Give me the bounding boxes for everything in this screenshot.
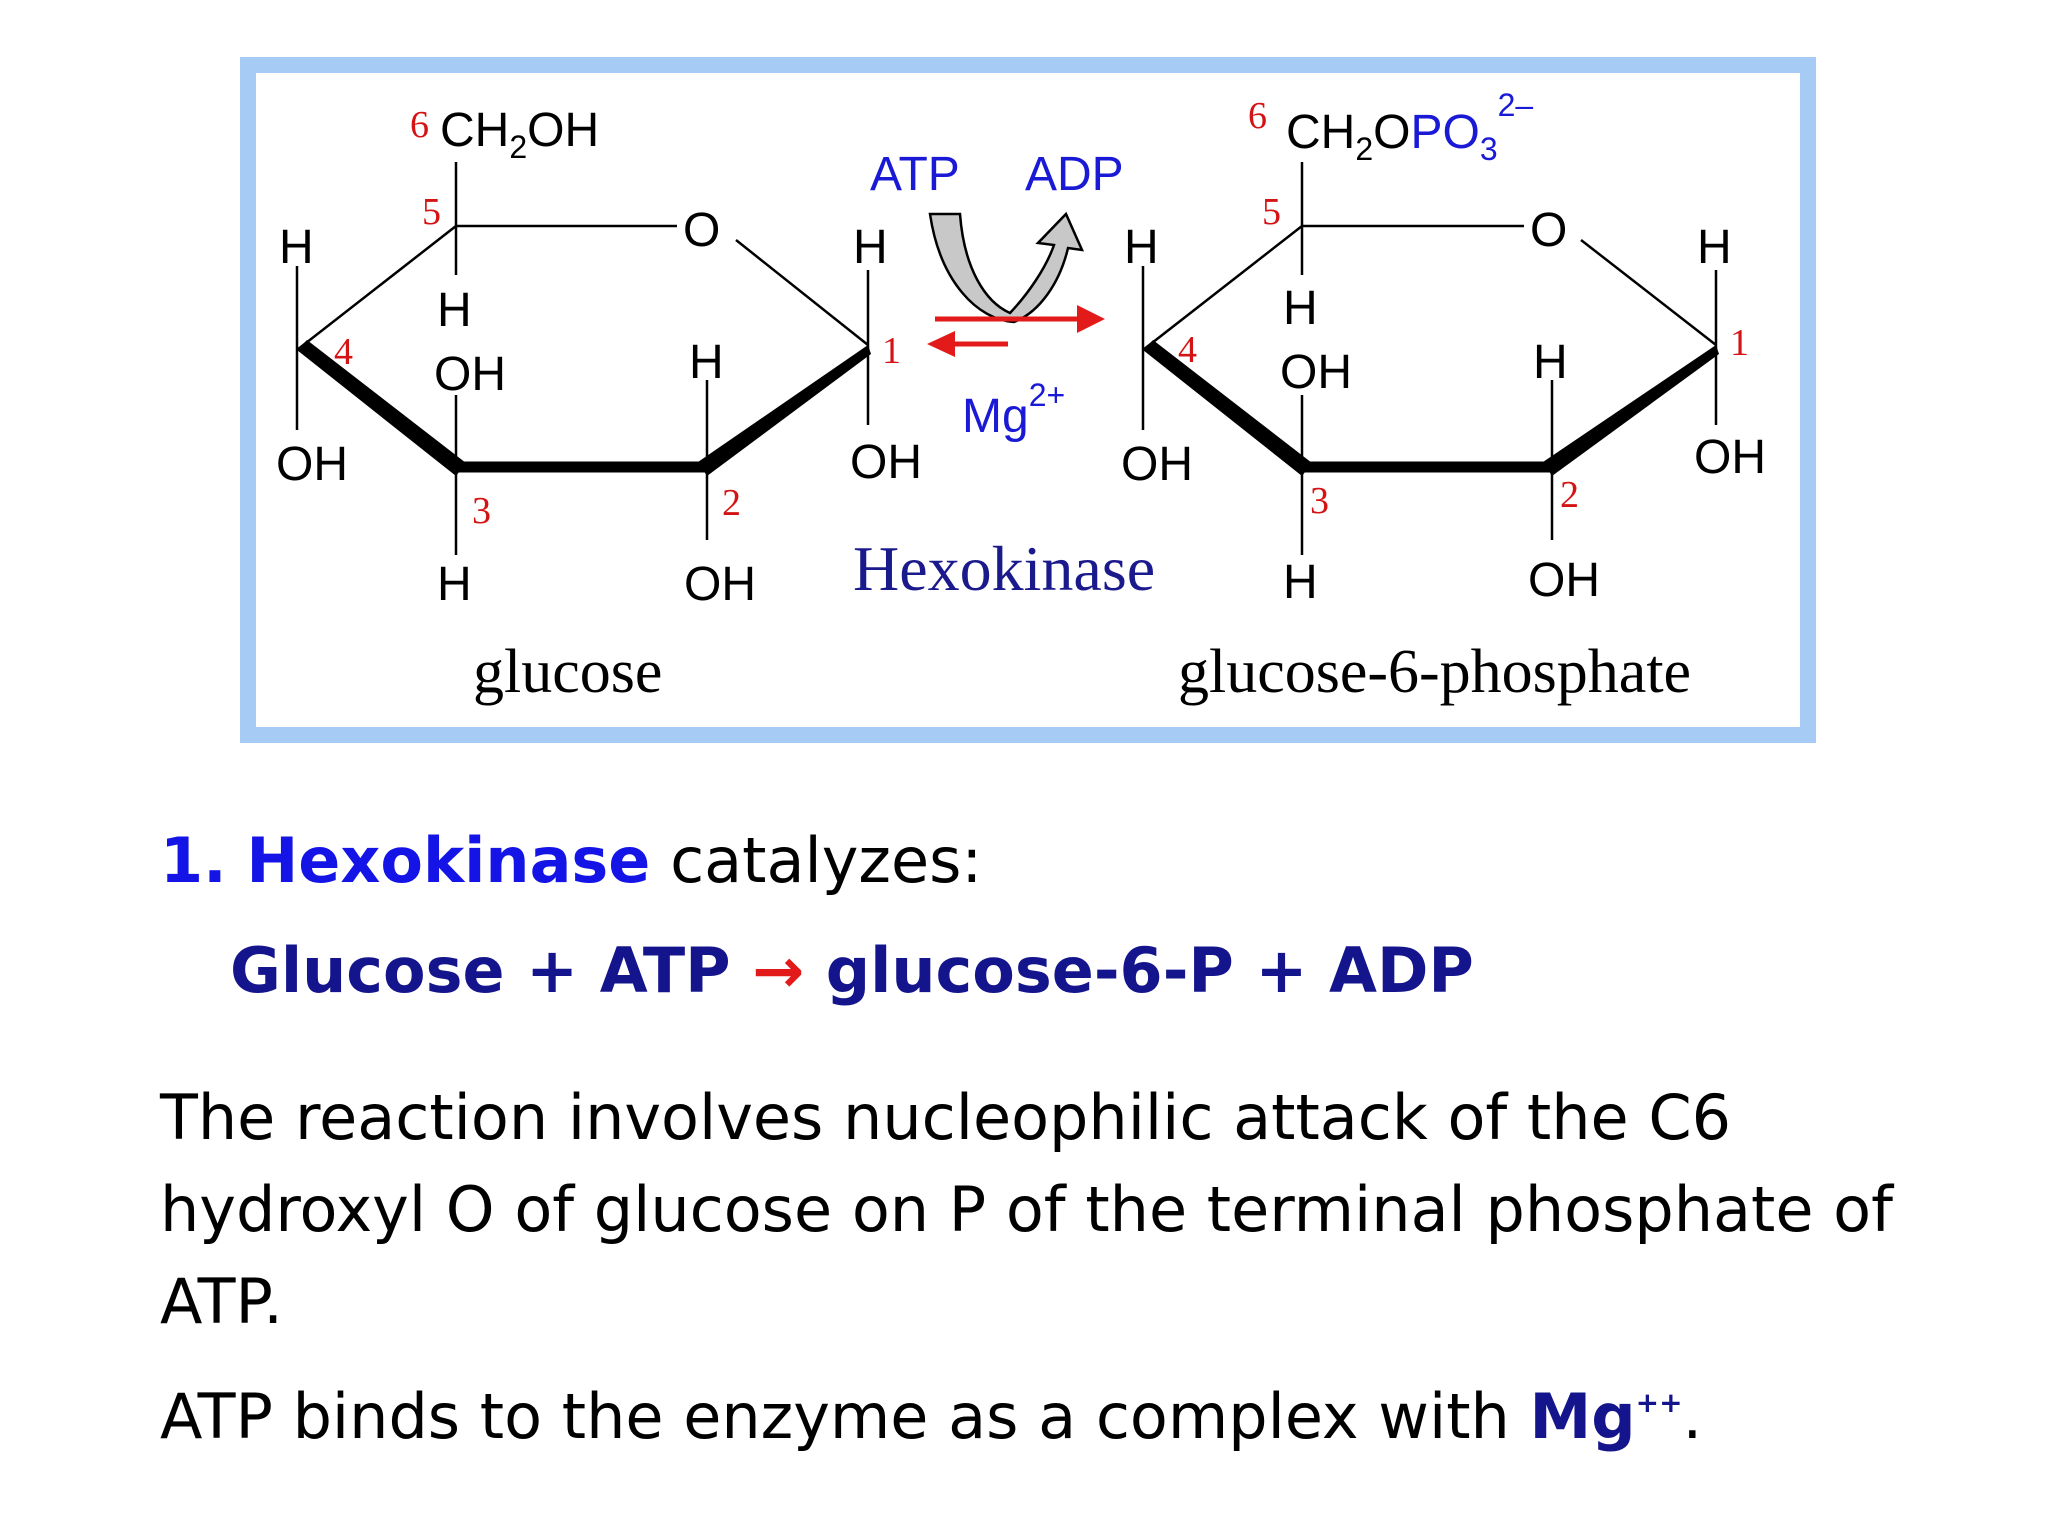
g6p-c3-oh: OH: [1280, 346, 1352, 399]
g6p-carbon-6-number: 6: [1248, 95, 1267, 137]
g6p-c5-h: H: [1283, 282, 1318, 335]
equation-right: glucose-6-P + ADP: [825, 934, 1474, 1007]
reaction-center: ATP ADP Mg2+ Hexokinase: [853, 148, 1155, 604]
diagram-frame: [240, 57, 1816, 743]
g6p-carbon-1-number: 1: [1730, 322, 1749, 364]
g6p-c2-oh: OH: [1528, 554, 1600, 607]
glucose-carbon-4-number: 4: [334, 331, 353, 373]
g6p-carbon-3-number: 3: [1310, 480, 1329, 522]
g6p-c2-h: H: [1533, 336, 1568, 389]
heading-number: 1.: [160, 824, 227, 897]
atp-label: ATP: [870, 148, 960, 201]
glucose-carbon-2-number: 2: [722, 482, 741, 524]
heading-enzyme: Hexokinase: [246, 824, 651, 897]
glucose-c1-oh: OH: [850, 436, 922, 489]
heading-rest: catalyzes:: [670, 824, 983, 897]
equation-left: Glucose + ATP: [230, 934, 731, 1007]
atp-line-mg: Mg++: [1529, 1380, 1683, 1453]
glucose-carbon-5-number: 5: [422, 191, 441, 233]
forward-arrowhead: [1077, 305, 1105, 333]
g6p-carbon-4-number: 4: [1178, 329, 1197, 371]
reaction-equation: Glucose + ATP → glucose-6-P + ADP: [230, 934, 1474, 1007]
g6p-c3-h: H: [1283, 556, 1318, 609]
mechanism-paragraph: The reaction involves nucleophilic attac…: [160, 1081, 1893, 1338]
glucose-c5-h: H: [437, 284, 472, 337]
glucose-c4-oh: OH: [276, 438, 348, 491]
hexokinase-label: Hexokinase: [853, 533, 1155, 604]
glucose-6-phosphate-label: glucose-6-phosphate: [1178, 638, 1691, 706]
glucose-carbon-1-number: 1: [882, 330, 901, 372]
mg-cofactor-label: Mg2+: [962, 377, 1065, 443]
glucose-c3-oh: OH: [434, 348, 506, 401]
glucose-c1-h: H: [853, 221, 888, 274]
glucose-c2-h: H: [689, 336, 724, 389]
atp-line-prefix: ATP binds to the enzyme as a complex wit…: [160, 1380, 1530, 1453]
g6p-c1-h: H: [1697, 221, 1732, 274]
glucose-c2-oh: OH: [684, 558, 756, 611]
atp-line-end: .: [1682, 1380, 1703, 1453]
glucose-label: glucose: [473, 638, 662, 706]
g6p-carbon-5-number: 5: [1262, 191, 1281, 233]
g6p-carbon-2-number: 2: [1560, 474, 1579, 516]
g6p-c4-oh: OH: [1121, 438, 1193, 491]
atp-mg-line: ATP binds to the enzyme as a complex wit…: [160, 1380, 1702, 1453]
glucose-carbon-3-number: 3: [472, 490, 491, 532]
hexokinase-reaction-diagram: CH2OH O H OH H OH H H OH H OH 6 5 4 3 2 …: [240, 57, 1816, 743]
g6p-ring-oxygen: O: [1530, 204, 1567, 257]
glucose-6-phosphate-structure: CH2OPO32– O H OH H OH H H OH H OH 6 5 4 …: [1121, 87, 1766, 706]
g6p-c6-group: CH2OPO32–: [1286, 87, 1533, 167]
g6p-c1-oh: OH: [1694, 431, 1766, 484]
heading-line: 1. Hexokinase catalyzes:: [160, 824, 982, 897]
glucose-c4-h: H: [279, 221, 314, 274]
atp-to-adp-curved-arrow: [928, 211, 1085, 324]
glucose-ring-oxygen: O: [683, 204, 720, 257]
adp-label: ADP: [1025, 148, 1124, 201]
reverse-arrowhead: [927, 331, 955, 357]
equation-arrow-icon: →: [752, 934, 805, 1007]
glucose-c3-h: H: [437, 558, 472, 611]
g6p-c4-h: H: [1124, 221, 1159, 274]
glucose-carbon-6-number: 6: [410, 104, 429, 146]
